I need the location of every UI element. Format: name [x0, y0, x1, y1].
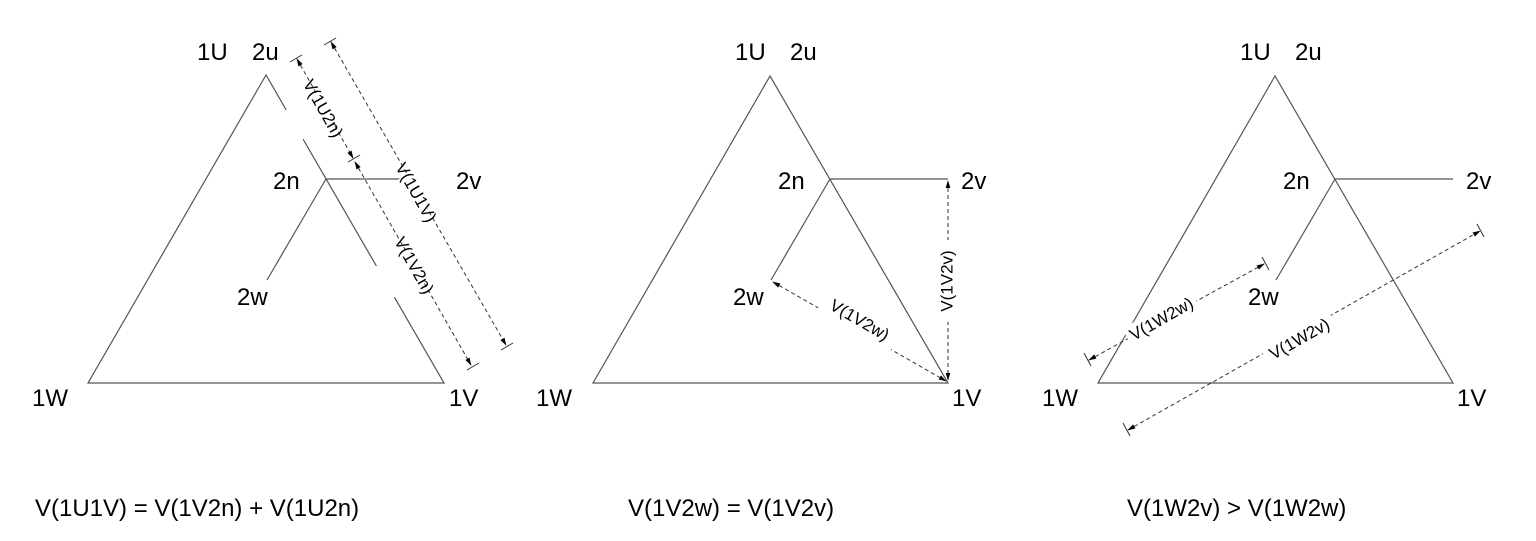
diagram-sum: 1U 2u 2n 2v 2w 1W 1V V(1U2n) V(1U1V) V(1 — [32, 37, 514, 522]
equation-greater: V(1W2v) > V(1W2w) — [1127, 495, 1346, 522]
label-2u: 2u — [790, 39, 817, 66]
dim-1w2v: V(1W2v) — [1122, 223, 1485, 437]
label-2w: 2w — [733, 284, 764, 311]
label-1w: 1W — [1042, 385, 1078, 412]
dim-1u2n: V(1U2n) — [276, 54, 368, 163]
label-1w: 1W — [32, 385, 68, 412]
dim-1v2v: V(1V2v) — [936, 180, 960, 381]
label-1v: 1V — [952, 385, 981, 412]
label-1u: 1U — [197, 39, 228, 66]
label-1u: 1U — [1240, 39, 1271, 66]
label-2v: 2v — [961, 168, 986, 195]
label-1u: 1U — [735, 39, 766, 66]
wye-leg-2w — [770, 178, 831, 281]
delta-triangle — [591, 74, 950, 384]
diagram-equal: 1U 2u 2n 2v 2w 1W 1V V(1V2w) V(1V2v) V(1… — [536, 39, 986, 522]
label-1v: 1V — [1457, 385, 1486, 412]
equation-sum: V(1U1V) = V(1V2n) + V(1U2n) — [35, 495, 359, 522]
label-2w: 2w — [1248, 284, 1279, 311]
label-2v: 2v — [1466, 168, 1491, 195]
label-2v: 2v — [456, 168, 481, 195]
label-2n: 2n — [273, 168, 300, 195]
label-2u: 2u — [252, 39, 279, 66]
dim-1v2n: V(1V2n) — [354, 161, 480, 371]
label-1w: 1W — [536, 385, 572, 412]
delta-triangle — [86, 73, 446, 384]
diagram-greater: 1U 2u 2n 2v 2w 1W 1V V(1W2w) V(1W2v) V(1… — [1042, 39, 1491, 522]
equation-equal: V(1V2w) = V(1V2v) — [628, 495, 834, 522]
label-2w: 2w — [237, 284, 268, 311]
dim-1w2w: V(1W2w) — [1083, 256, 1270, 367]
label-2u: 2u — [1295, 39, 1322, 66]
dim-label-1v2v: V(1V2v) — [937, 250, 956, 311]
label-1v: 1V — [449, 385, 478, 412]
wye-leg-2w — [266, 178, 327, 281]
label-2n: 2n — [1283, 168, 1310, 195]
label-2n: 2n — [778, 168, 805, 195]
dim-1v2w: V(1V2w) — [772, 281, 947, 382]
